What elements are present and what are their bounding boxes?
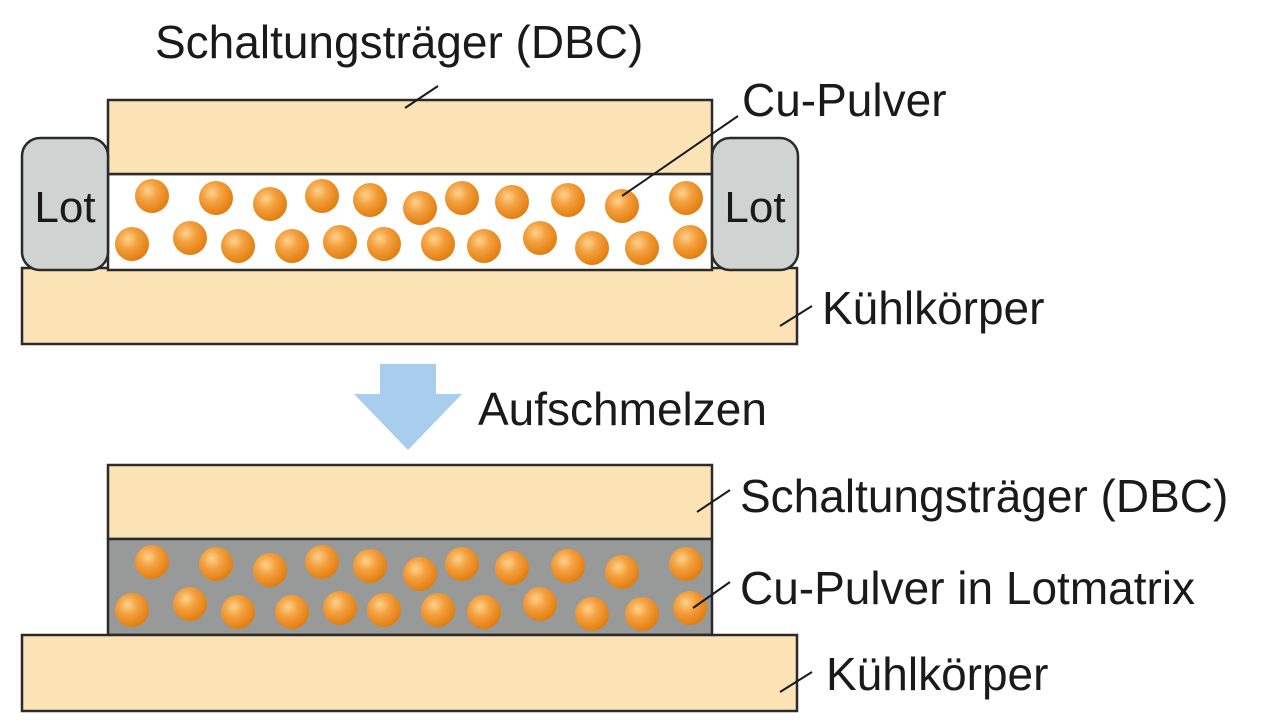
cu-particle bbox=[551, 549, 585, 583]
cu-particle bbox=[221, 229, 255, 263]
cu-particle bbox=[467, 229, 501, 263]
cu-particle bbox=[669, 547, 703, 581]
bottom-particles bbox=[115, 545, 707, 631]
cu-particle bbox=[403, 191, 437, 225]
cu-particle bbox=[445, 547, 479, 581]
cu-particle bbox=[323, 225, 357, 259]
bottom-dbc-substrate bbox=[106, 463, 714, 541]
cu-particle bbox=[605, 189, 639, 223]
cu-particle bbox=[669, 181, 703, 215]
lot-right-block bbox=[710, 136, 800, 272]
process-step: Aufschmelzen bbox=[354, 364, 767, 450]
cu-particle bbox=[467, 595, 501, 629]
cu-particle bbox=[305, 179, 339, 213]
cu-particle bbox=[523, 587, 557, 621]
down-arrow-icon bbox=[354, 364, 462, 450]
lot-left-label: Lot bbox=[34, 183, 95, 232]
top-particles bbox=[115, 179, 707, 265]
cu-particle bbox=[445, 181, 479, 215]
cu-particle bbox=[275, 229, 309, 263]
bottom-heatsink-label: Kühlkörper bbox=[826, 648, 1048, 700]
cu-particle bbox=[253, 187, 287, 221]
cu-particle bbox=[199, 547, 233, 581]
top-dbc-leader bbox=[404, 85, 439, 109]
cu-particle bbox=[221, 595, 255, 629]
cu-particle bbox=[173, 587, 207, 621]
process-label: Aufschmelzen bbox=[478, 383, 767, 435]
cu-particle bbox=[403, 557, 437, 591]
cu-particle bbox=[275, 595, 309, 629]
bottom-heatsink-leader bbox=[779, 671, 813, 693]
cu-particle bbox=[605, 555, 639, 589]
cu-particle bbox=[305, 545, 339, 579]
cu-particle bbox=[253, 553, 287, 587]
top-heatsink-label: Kühlkörper bbox=[822, 282, 1044, 334]
lot-left-block bbox=[20, 136, 110, 272]
cu-particle bbox=[673, 225, 707, 259]
bottom-dbc-leader bbox=[696, 489, 731, 513]
cu-particle bbox=[421, 593, 455, 627]
bottom-matrix-label: Cu-Pulver in Lotmatrix bbox=[740, 562, 1195, 614]
cu-particle bbox=[323, 591, 357, 625]
cu-particle bbox=[421, 227, 455, 261]
cu-particle bbox=[353, 549, 387, 583]
cu-particle bbox=[367, 593, 401, 627]
bottom-heatsink bbox=[20, 633, 799, 713]
cu-particle bbox=[625, 231, 659, 265]
cu-particle bbox=[135, 545, 169, 579]
cu-particle bbox=[551, 183, 585, 217]
cu-particle bbox=[495, 185, 529, 219]
bottom-matrix-leader bbox=[692, 581, 731, 609]
bottom-dbc-label: Schaltungsträger (DBC) bbox=[740, 470, 1228, 522]
lot-right-label: Lot bbox=[724, 183, 785, 232]
bottom-assembly: Schaltungsträger (DBC) Cu-Pulver in Lotm… bbox=[20, 463, 1228, 713]
cu-particle bbox=[173, 221, 207, 255]
top-cu-leader bbox=[621, 115, 739, 197]
top-assembly: Lot Lot Schaltungsträger (DBC) Cu-Pulver… bbox=[20, 16, 1044, 346]
top-heatsink bbox=[20, 266, 799, 346]
cu-particle bbox=[495, 551, 529, 585]
cu-particle bbox=[199, 181, 233, 215]
cu-particle bbox=[575, 597, 609, 631]
top-cu-label: Cu-Pulver bbox=[742, 74, 947, 126]
top-dbc-label: Schaltungsträger (DBC) bbox=[155, 16, 643, 68]
cu-particle bbox=[575, 231, 609, 265]
cu-particle bbox=[115, 593, 149, 627]
cu-particle bbox=[673, 591, 707, 625]
top-heatsink-leader bbox=[779, 305, 813, 327]
cu-particle bbox=[625, 597, 659, 631]
cu-particle bbox=[353, 183, 387, 217]
cu-particle bbox=[523, 221, 557, 255]
cu-particle bbox=[115, 227, 149, 261]
cu-particle bbox=[367, 227, 401, 261]
top-dbc-substrate bbox=[106, 98, 714, 176]
cu-particle bbox=[135, 179, 169, 213]
